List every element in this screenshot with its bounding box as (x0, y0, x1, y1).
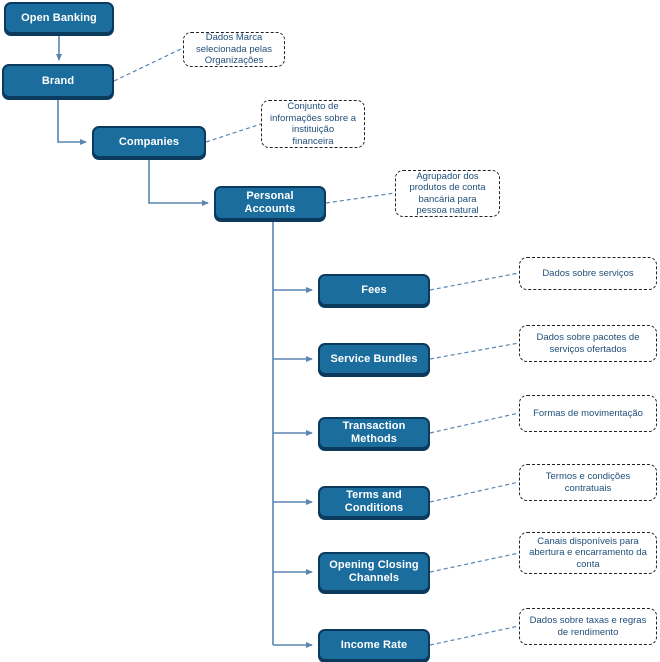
node-terms-and-conditions[interactable]: Terms and Conditions (318, 486, 430, 518)
note-brand: Dados Marca selecionada pelas Organizaçõ… (183, 32, 285, 67)
note-income-rate-label: Dados sobre taxas e regras de rendimento (529, 615, 647, 638)
node-companies[interactable]: Companies (92, 126, 206, 158)
note-fees-label: Dados sobre serviços (542, 267, 634, 279)
node-open-banking-label: Open Banking (21, 11, 97, 24)
node-personal-accounts-label: Personal Accounts (244, 190, 296, 215)
leader-opening-closing-to-note (429, 552, 520, 573)
node-terms-and-conditions-label: Terms and Conditions (344, 489, 404, 514)
note-terms-and-conditions-label: Termos e condições contratuais (545, 471, 631, 494)
leader-brand-to-note (113, 47, 184, 82)
note-transaction-methods-label: Formas de movimentação (533, 407, 643, 419)
leader-transaction-methods-to-note (429, 412, 520, 434)
leader-income-rate-to-note (429, 625, 520, 646)
node-brand-label: Brand (41, 74, 75, 87)
note-terms-and-conditions: Termos e condições contratuais (519, 464, 657, 501)
leader-service-bundles-to-note (429, 342, 520, 360)
note-opening-closing-channels: Canais disponíveis para abertura e encar… (519, 532, 657, 574)
node-transaction-methods[interactable]: Transaction Methods (318, 417, 430, 449)
note-service-bundles: Dados sobre pacotes de serviços ofertado… (519, 325, 657, 362)
node-brand[interactable]: Brand (2, 64, 114, 98)
note-fees: Dados sobre serviços (519, 257, 657, 290)
note-brand-label: Dados Marca selecionada pelas Organizaçõ… (195, 32, 273, 67)
note-companies-label: Conjunto de informações sobre a institui… (269, 101, 357, 147)
node-transaction-methods-label: Transaction Methods (342, 420, 406, 445)
node-personal-accounts[interactable]: Personal Accounts (214, 186, 326, 220)
node-fees[interactable]: Fees (318, 274, 430, 306)
note-personal-accounts: Agrupador dos produtos de conta bancária… (395, 170, 500, 217)
leader-companies-to-note (205, 123, 262, 143)
note-opening-closing-channels-label: Canais disponíveis para abertura e encar… (529, 535, 647, 570)
leader-fees-to-note (429, 272, 520, 291)
note-income-rate: Dados sobre taxas e regras de rendimento (519, 608, 657, 645)
connector-brand-to-companies (57, 98, 87, 145)
node-opening-closing-channels-label: Opening Closing Channels (329, 559, 419, 584)
node-opening-closing-channels[interactable]: Opening Closing Channels (318, 552, 430, 592)
node-fees-label: Fees (361, 283, 387, 296)
note-transaction-methods: Formas de movimentação (519, 395, 657, 432)
connector-companies-to-personal-accounts (148, 158, 209, 206)
leader-terms-to-note (429, 481, 520, 503)
node-companies-label: Companies (118, 135, 180, 148)
leader-personal-accounts-to-note (325, 192, 396, 204)
note-personal-accounts-label: Agrupador dos produtos de conta bancária… (409, 170, 486, 217)
node-service-bundles[interactable]: Service Bundles (318, 343, 430, 375)
node-open-banking[interactable]: Open Banking (4, 2, 114, 34)
node-income-rate-label: Income Rate (340, 638, 408, 651)
node-income-rate[interactable]: Income Rate (318, 629, 430, 661)
note-service-bundles-label: Dados sobre pacotes de serviços ofertado… (536, 332, 640, 355)
note-companies: Conjunto de informações sobre a institui… (261, 100, 365, 148)
node-service-bundles-label: Service Bundles (330, 352, 418, 365)
